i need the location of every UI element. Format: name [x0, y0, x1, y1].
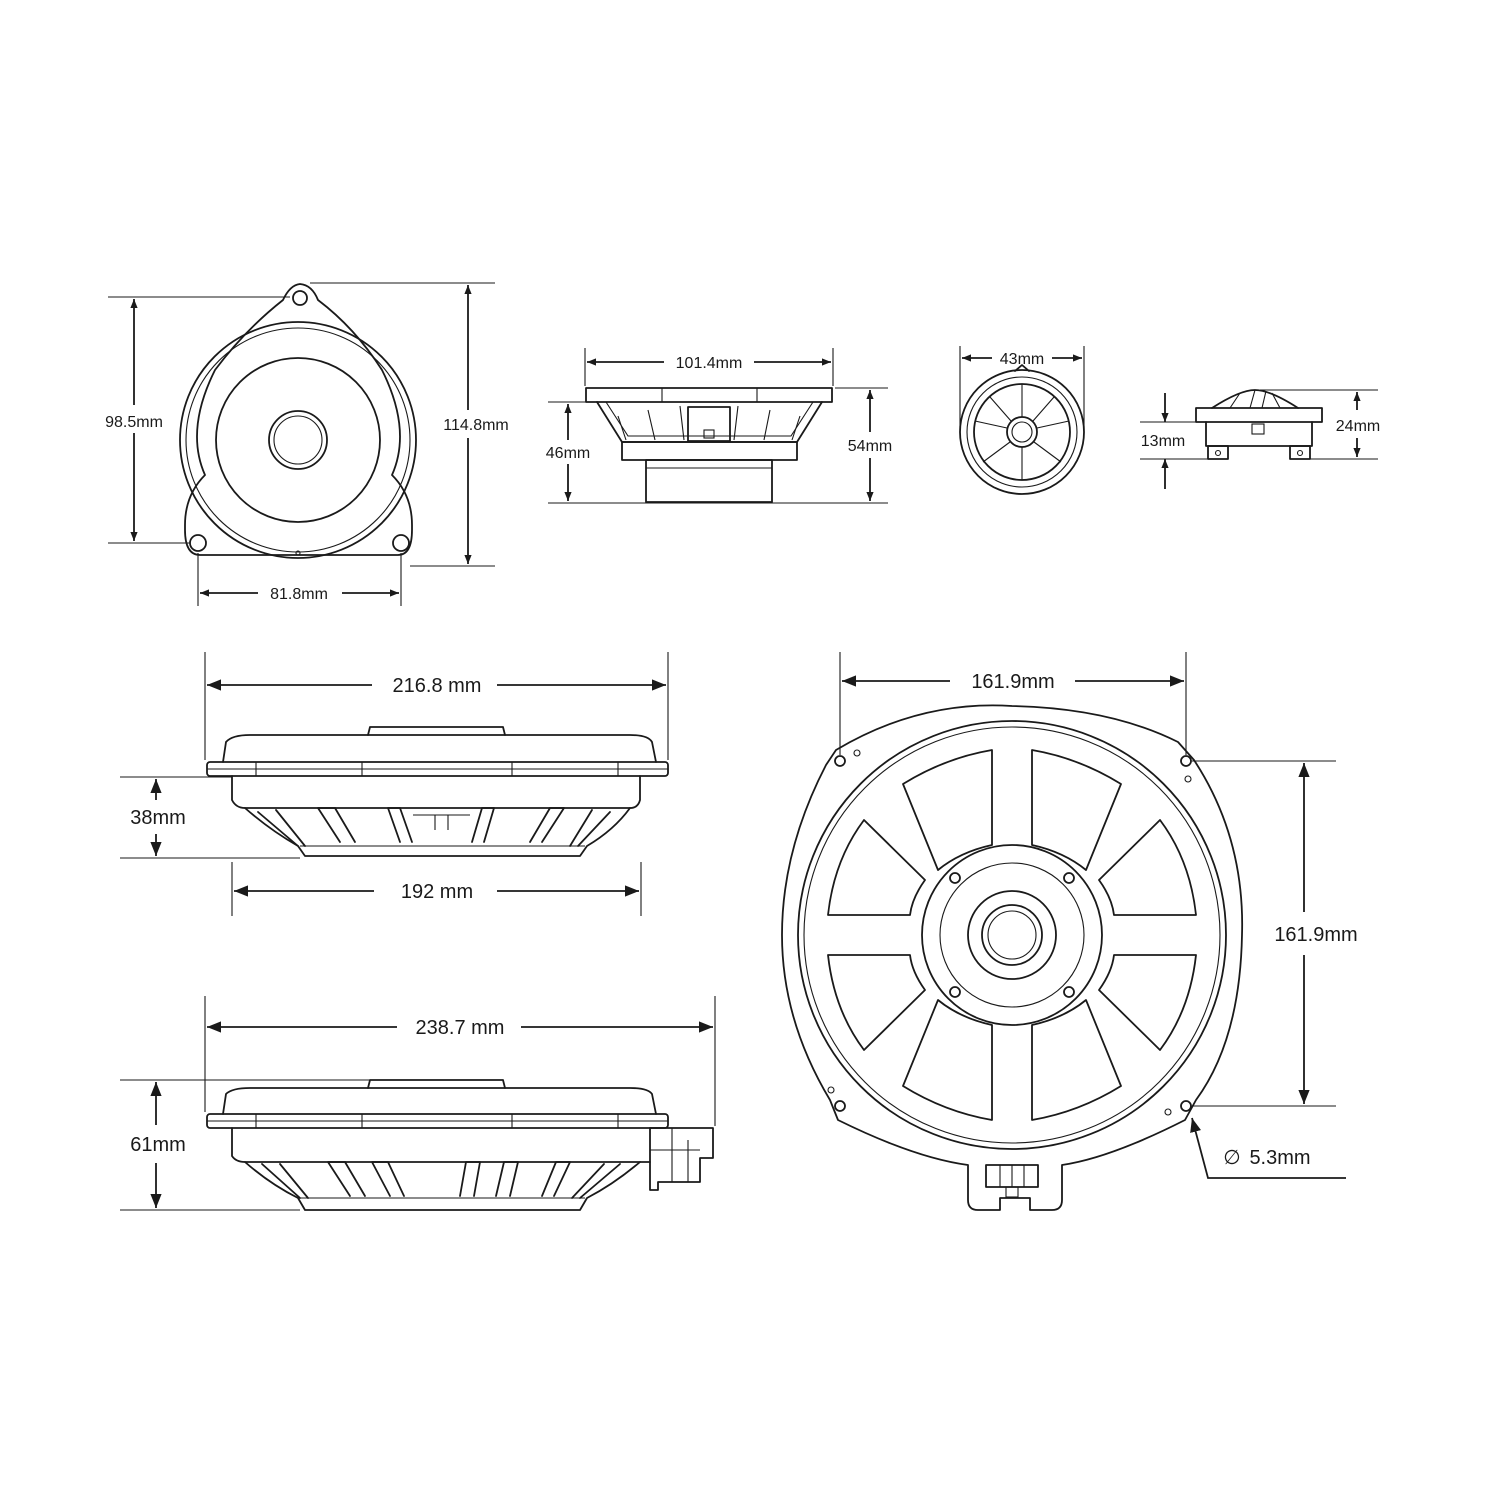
dim-label-61: 61mm [130, 1134, 186, 1156]
midrange-front-view [179, 283, 417, 559]
subwoofer-large-dimensions [120, 996, 716, 1211]
tweeter-front-view [959, 364, 1085, 495]
subwoofer-front-dimensions [839, 652, 1346, 1179]
dim-label-98-5: 98.5mm [105, 414, 163, 431]
subwoofer-front-view [781, 704, 1244, 1211]
tweeter-side-dimensions [1140, 389, 1378, 489]
subwoofer-small-dimensions [120, 652, 669, 916]
dim-label-54: 54mm [848, 438, 892, 455]
midrange-front-dimensions [108, 282, 495, 606]
dim-label-216-8: 216.8 mm [393, 675, 482, 697]
dim-label-24: 24mm [1336, 418, 1380, 435]
dim-label-101-4: 101.4mm [676, 355, 743, 372]
subwoofer-side-view-small [206, 726, 669, 857]
diameter-symbol: ∅ [1223, 1147, 1240, 1169]
dim-label-238-7: 238.7 mm [416, 1017, 505, 1039]
dim-label-46: 46mm [546, 445, 590, 462]
dim-label-161-9-horizontal: 161.9mm [971, 671, 1054, 693]
dim-label-38: 38mm [130, 807, 186, 829]
dim-label-5-3: 5.3mm [1249, 1147, 1310, 1169]
tweeter-front-dimensions [959, 346, 1085, 430]
dim-label-114-8: 114.8mm [443, 417, 509, 434]
dim-label-161-9-vertical: 161.9mm [1274, 924, 1357, 946]
dim-label-192: 192 mm [401, 881, 473, 903]
tweeter-side-view [1195, 389, 1323, 460]
dim-label-81-8: 81.8mm [270, 586, 328, 603]
subwoofer-side-view-large [206, 1079, 714, 1211]
dim-label-43: 43mm [1000, 351, 1044, 368]
dim-label-13: 13mm [1141, 433, 1185, 450]
midrange-side-dimensions [548, 348, 888, 504]
midrange-side-view [585, 387, 833, 503]
